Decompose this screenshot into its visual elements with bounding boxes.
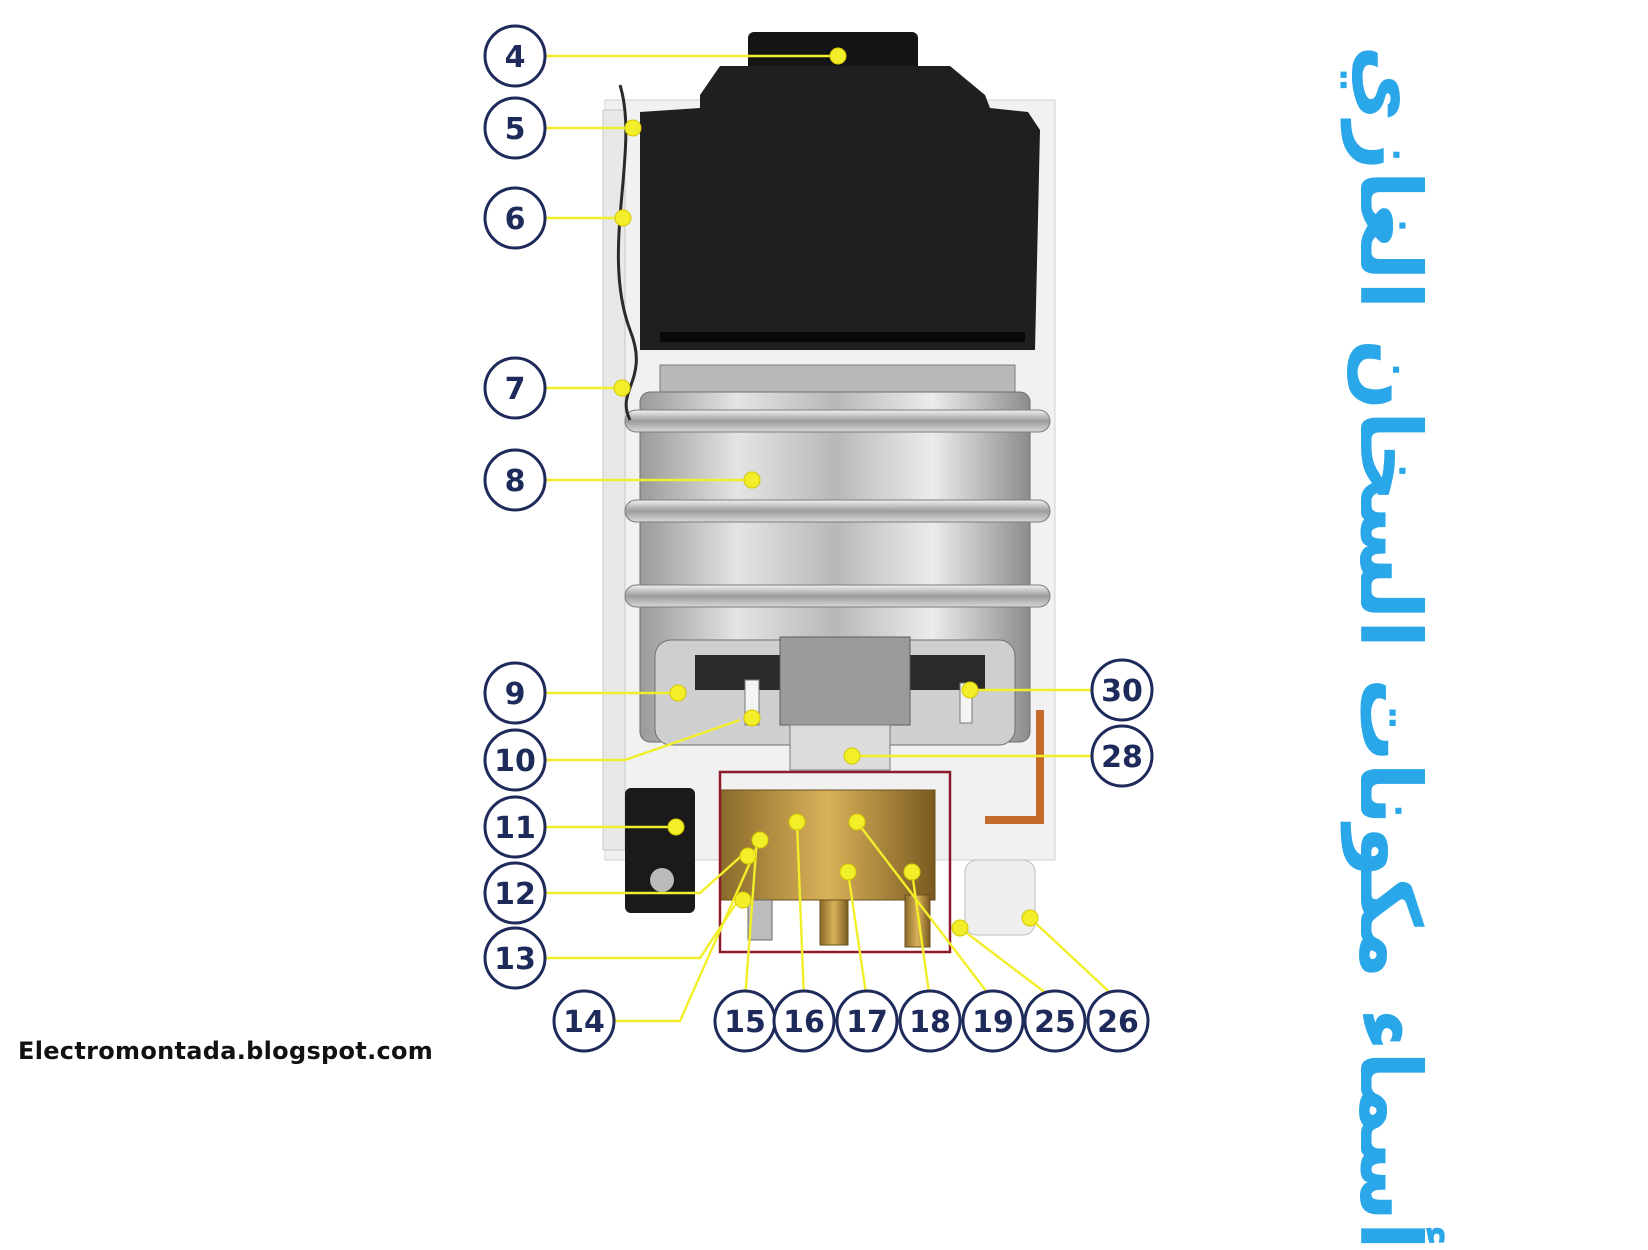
callout-5: 5 — [485, 98, 545, 158]
dot-19 — [849, 814, 865, 830]
callout-25: 25 — [1025, 991, 1085, 1051]
dot-11 — [668, 819, 684, 835]
dot-26 — [1022, 910, 1038, 926]
callout-19-label: 19 — [972, 1005, 1014, 1040]
dot-4 — [830, 48, 846, 64]
dot-30 — [962, 682, 978, 698]
gas-valve-plate — [790, 725, 890, 770]
callout-11-label: 11 — [494, 811, 536, 846]
callout-30-label: 30 — [1101, 674, 1143, 709]
callout-25-label: 25 — [1034, 1005, 1076, 1040]
callout-14: 14 — [554, 991, 614, 1051]
dot-10 — [744, 710, 760, 726]
callout-4: 4 — [485, 26, 545, 86]
callout-13-label: 13 — [494, 942, 536, 977]
gas-inlet — [820, 900, 848, 945]
dot-25 — [952, 920, 968, 936]
leader-26 — [1030, 918, 1118, 1000]
callout-12-label: 12 — [494, 877, 536, 912]
dot-7 — [614, 380, 630, 396]
hood-slot — [660, 332, 1025, 342]
coil-1 — [625, 410, 1050, 432]
dot-6 — [615, 210, 631, 226]
dot-28 — [844, 748, 860, 764]
page-title: أسماء مكونات السخان الغازي — [1325, 45, 1455, 1035]
callout-17-label: 17 — [846, 1005, 888, 1040]
callout-28: 28 — [1092, 726, 1152, 786]
dot-5 — [625, 120, 641, 136]
heater-body — [603, 32, 1055, 952]
dot-13 — [735, 892, 751, 908]
callout-8: 8 — [485, 450, 545, 510]
callout-26: 26 — [1088, 991, 1148, 1051]
callout-7: 7 — [485, 358, 545, 418]
leader-25 — [960, 928, 1055, 1000]
callout-26-label: 26 — [1097, 1005, 1139, 1040]
callout-12: 12 — [485, 863, 545, 923]
coil-3 — [625, 585, 1050, 607]
callout-9-label: 9 — [505, 677, 526, 712]
callout-18: 18 — [900, 991, 960, 1051]
dot-8 — [744, 472, 760, 488]
callout-17: 17 — [837, 991, 897, 1051]
callout-10-label: 10 — [494, 744, 536, 779]
callout-6-label: 6 — [505, 202, 526, 237]
battery-cap — [650, 868, 674, 892]
callout-19: 19 — [963, 991, 1023, 1051]
heat-exchanger-fins — [660, 365, 1015, 395]
callout-28-label: 28 — [1101, 740, 1143, 775]
callout-8-label: 8 — [505, 464, 526, 499]
battery-box — [625, 788, 695, 913]
control-cover-plate — [780, 637, 910, 725]
watermark-text: Electromontada.blogspot.com — [18, 1037, 433, 1065]
coil-2 — [625, 500, 1050, 522]
smoke-hood — [640, 66, 1040, 350]
callout-15-label: 15 — [724, 1005, 766, 1040]
callout-11: 11 — [485, 797, 545, 857]
callout-6: 6 — [485, 188, 545, 248]
dot-16 — [789, 814, 805, 830]
callout-16-label: 16 — [783, 1005, 825, 1040]
callout-16: 16 — [774, 991, 834, 1051]
callout-18-label: 18 — [909, 1005, 951, 1040]
dot-9 — [670, 685, 686, 701]
dot-12 — [740, 848, 756, 864]
callout-13: 13 — [485, 928, 545, 988]
callout-9: 9 — [485, 663, 545, 723]
callout-14-label: 14 — [563, 1005, 605, 1040]
dot-14 — [752, 832, 768, 848]
dot-18 — [904, 864, 920, 880]
dot-17 — [840, 864, 856, 880]
callout-7-label: 7 — [505, 372, 526, 407]
callout-15: 15 — [715, 991, 775, 1051]
callout-5-label: 5 — [505, 112, 526, 147]
callout-30: 30 — [1092, 660, 1152, 720]
callout-10: 10 — [485, 730, 545, 790]
callout-4-label: 4 — [505, 40, 526, 75]
